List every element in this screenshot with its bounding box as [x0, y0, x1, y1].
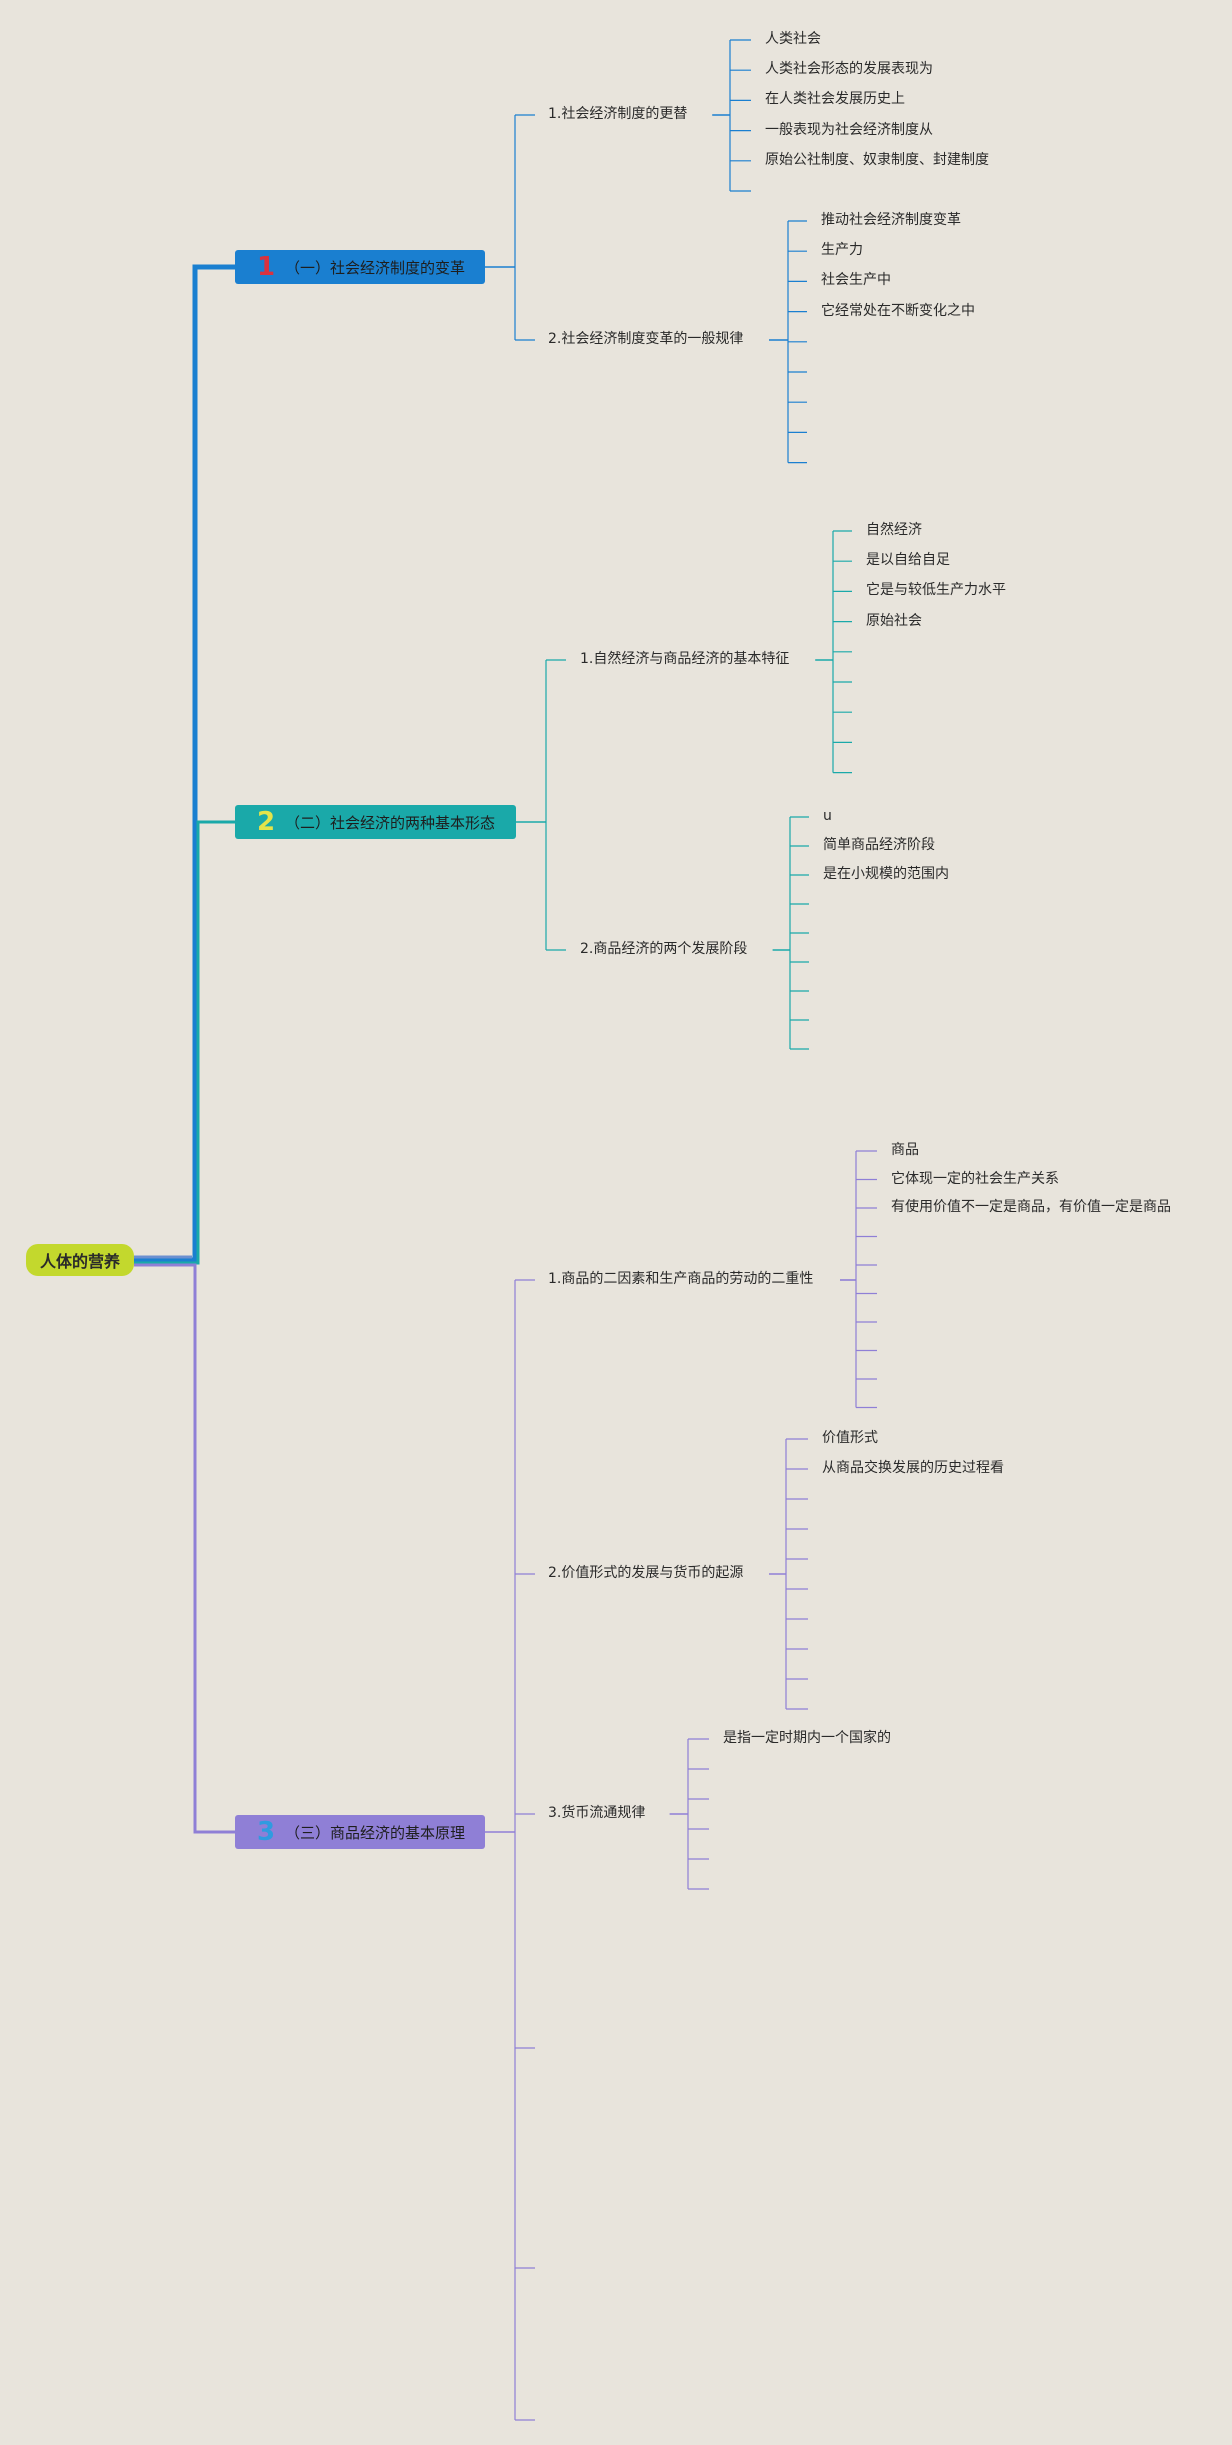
branch-node-2[interactable]: 2 （二）社会经济的两种基本形态: [235, 805, 516, 839]
leaf-node-1-1-4[interactable]: 一般表现为社会经济制度从: [765, 121, 933, 138]
leaf-node-1-2-1[interactable]: 推动社会经济制度变革: [821, 212, 961, 228]
leaf-node-3-1-2[interactable]: 它体现一定的社会生产关系: [891, 1170, 1059, 1187]
leaf-node-1-2-2[interactable]: 生产力: [821, 242, 863, 259]
sub-node-2-2[interactable]: 2.商品经济的两个发展阶段: [580, 941, 748, 957]
leaf-node-3-2-1[interactable]: 价值形式: [822, 1430, 878, 1446]
leaf-node-2-1-2[interactable]: 是以自给自足: [866, 552, 950, 569]
connector-root-branch3: [134, 1263, 235, 1834]
leaf-node-2-1-1[interactable]: 自然经济: [866, 522, 922, 538]
leaf-node-2-2-2[interactable]: 简单商品经济阶段: [823, 837, 935, 853]
root-node[interactable]: 人体的营养: [26, 1244, 134, 1276]
leaf-node-3-3-1[interactable]: 是指一定时期内一个国家的: [723, 1730, 891, 1746]
branch-number-1: 1: [256, 252, 276, 282]
sub-node-3-2[interactable]: 2.价值形式的发展与货币的起源: [548, 1565, 744, 1581]
sub-node-2-1[interactable]: 1.自然经济与商品经济的基本特征: [580, 651, 790, 667]
sub-node-3-1[interactable]: 1.商品的二因素和生产商品的劳动的二重性: [548, 1271, 814, 1287]
leaf-node-1-1-5[interactable]: 原始公社制度、奴隶制度、封建制度: [765, 151, 989, 168]
sub-node-3-3[interactable]: 3.货币流通规律: [548, 1805, 646, 1821]
leaf-node-1-2-4[interactable]: 它经常处在不断变化之中: [821, 302, 975, 319]
branch-label-3: （三）商品经济的基本原理: [285, 1823, 466, 1842]
leaf-node-2-2-3[interactable]: 是在小规模的范围内: [823, 866, 949, 882]
branch-node-3[interactable]: 3 （三）商品经济的基本原理: [235, 1815, 485, 1849]
connector-root-branch1: [134, 264, 235, 1263]
leaf-node-3-1-1[interactable]: 商品: [891, 1142, 919, 1158]
leaf-node-2-1-3[interactable]: 它是与较低生产力水平: [866, 582, 1006, 599]
leaf-node-1-1-2[interactable]: 人类社会形态的发展表现为: [765, 61, 933, 78]
leaf-node-2-1-4[interactable]: 原始社会: [866, 612, 922, 629]
branch-number-3: 3: [256, 1817, 276, 1847]
branch-label-2: （二）社会经济的两种基本形态: [285, 813, 496, 832]
leaf-node-1-1-1[interactable]: 人类社会: [765, 31, 821, 47]
leaf-node-1-1-3[interactable]: 在人类社会发展历史上: [765, 91, 905, 108]
sub-node-1-2[interactable]: 2.社会经济制度变革的一般规律: [548, 331, 744, 347]
sub-node-1-1[interactable]: 1.社会经济制度的更替: [548, 106, 688, 122]
leaf-node-3-1-3[interactable]: 有使用价值不一定是商品，有价值一定是商品: [891, 1199, 1171, 1215]
branch-number-2: 2: [256, 807, 276, 837]
branch-label-1: （一）社会经济制度的变革: [285, 258, 466, 277]
connector-root-branch2: [134, 820, 235, 1265]
branch-node-1[interactable]: 1 （一）社会经济制度的变革: [235, 250, 485, 284]
leaf-node-2-2-1[interactable]: u: [823, 808, 832, 824]
leaf-node-3-2-2[interactable]: 从商品交换发展的历史过程看: [822, 1460, 1004, 1476]
leaf-node-1-2-3[interactable]: 社会生产中: [821, 272, 891, 289]
